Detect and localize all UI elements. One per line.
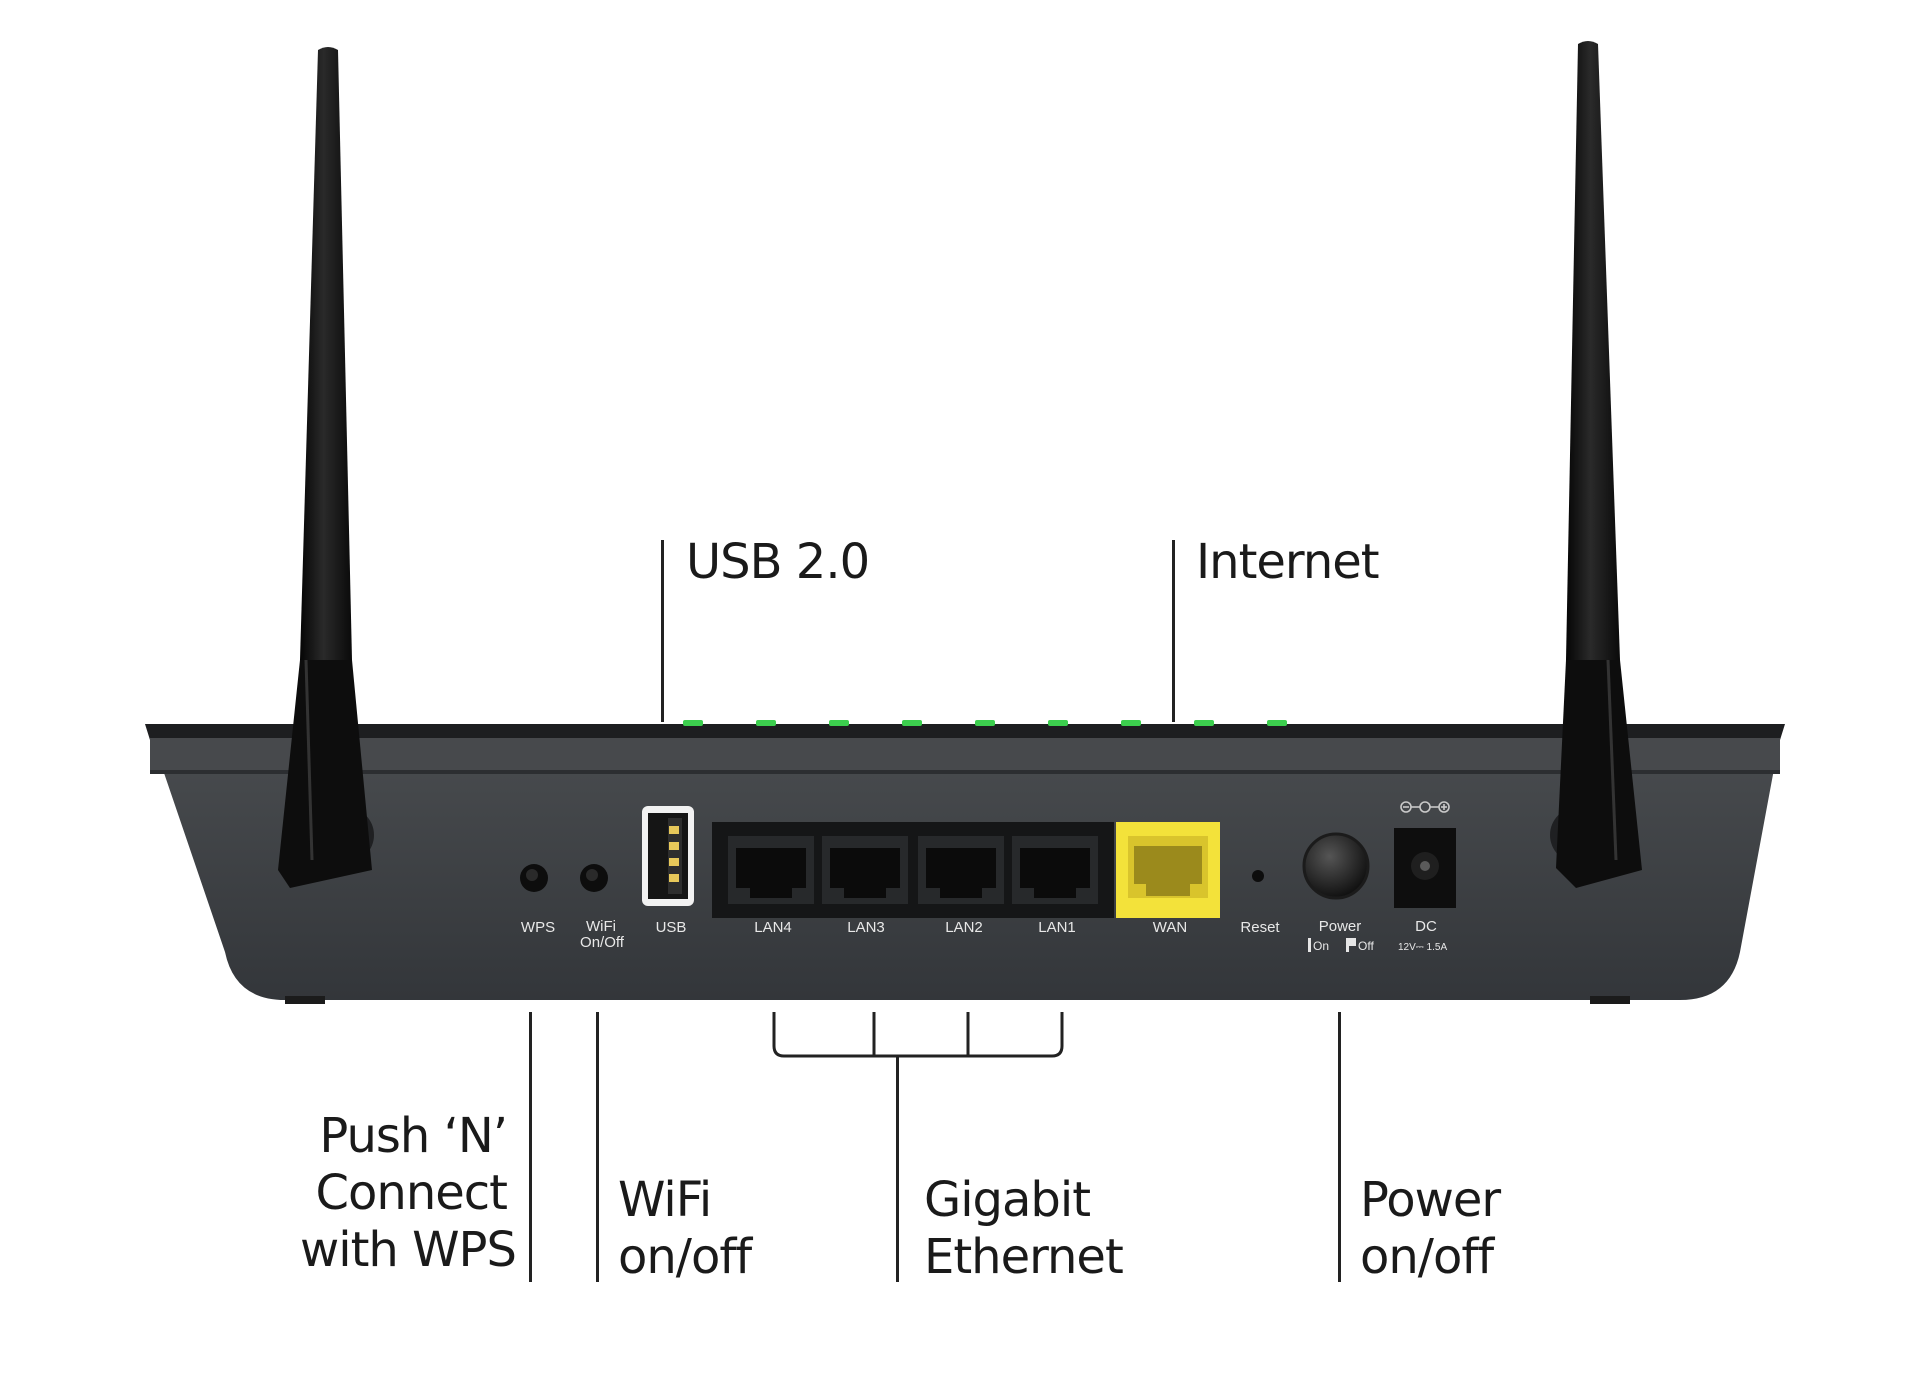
lan3-port[interactable] [822, 836, 908, 904]
power-switch[interactable] [1302, 832, 1370, 900]
port-label-wan: WAN [1153, 919, 1187, 936]
port-label-power-off: Off [1358, 939, 1374, 953]
callout-wifi: WiFi on/off [618, 1172, 752, 1285]
status-leds [683, 720, 1287, 726]
lan2-port[interactable] [918, 836, 1004, 904]
wps-button[interactable] [520, 864, 548, 892]
leader-wps [529, 1012, 532, 1282]
callout-power: Power on/off [1360, 1172, 1501, 1285]
port-label-power: Power [1319, 918, 1362, 935]
leader-usb [661, 540, 664, 722]
port-label-reset: Reset [1240, 919, 1280, 936]
power-off-icon [1346, 938, 1349, 952]
port-label-power-on: On [1313, 939, 1329, 953]
leader-internet [1172, 540, 1175, 722]
port-label-dc: DC [1415, 918, 1437, 935]
port-label-lan2: LAN2 [945, 919, 983, 936]
power-on-icon [1308, 938, 1311, 952]
reset-pinhole[interactable] [1252, 870, 1264, 882]
lan1-port[interactable] [1012, 836, 1098, 904]
callout-usb: USB 2.0 [686, 534, 870, 590]
port-label-wifi-onoff: On/Off [580, 934, 625, 951]
dc-jack[interactable] [1394, 828, 1456, 908]
leader-power [1338, 1012, 1341, 1282]
wifi-button[interactable] [580, 864, 608, 892]
left-antenna [278, 47, 372, 888]
leader-wifi [596, 1012, 599, 1282]
lan-bracket [772, 1012, 1064, 1058]
lan4-port[interactable] [728, 836, 814, 904]
port-label-usb: USB [656, 919, 687, 936]
leader-gigabit [896, 1056, 899, 1282]
wan-port[interactable] [1116, 822, 1220, 918]
usb-port[interactable] [642, 806, 694, 906]
port-label-wifi: WiFi [586, 918, 616, 935]
right-antenna [1556, 41, 1642, 888]
callout-internet: Internet [1196, 534, 1380, 590]
port-label-wps: WPS [521, 919, 555, 936]
port-label-lan3: LAN3 [847, 919, 885, 936]
polarity-icon [1400, 801, 1450, 813]
port-label-lan1: LAN1 [1038, 919, 1076, 936]
port-label-dc-rating: 12V⎓ 1.5A [1398, 942, 1447, 953]
port-label-lan4: LAN4 [754, 919, 792, 936]
callout-wps: Push ‘N’ Connect with WPS [300, 1108, 517, 1278]
callout-gigabit: Gigabit Ethernet [924, 1172, 1124, 1285]
